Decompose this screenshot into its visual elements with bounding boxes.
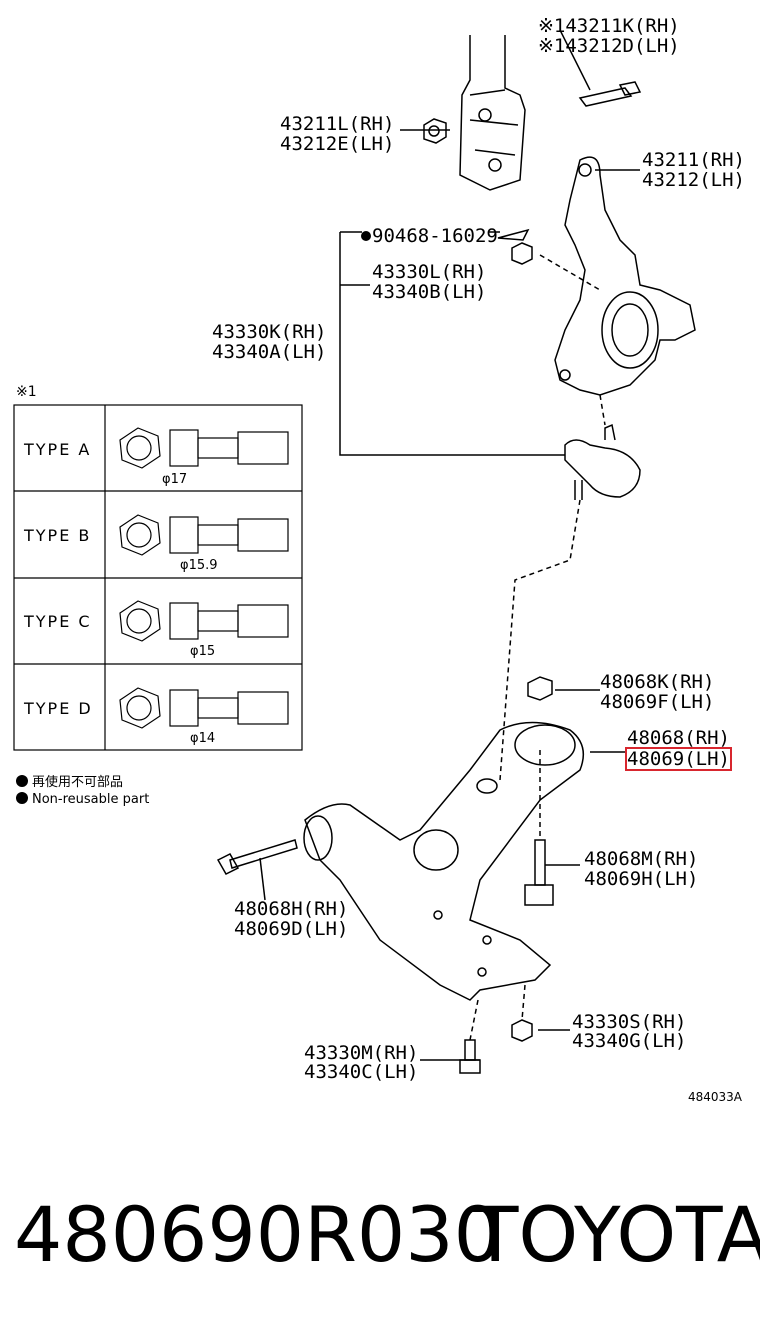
label-43212D[interactable]: ※143212D(LH) bbox=[538, 35, 680, 57]
label-43211[interactable]: 43211(RH) bbox=[642, 149, 745, 171]
label-48068[interactable]: 48068(RH) bbox=[627, 727, 730, 749]
type-c-label: TYPE C bbox=[24, 612, 92, 631]
type-a-label: TYPE A bbox=[24, 440, 92, 459]
type-c-diameter: φ15 bbox=[190, 644, 216, 659]
label-48069D[interactable]: 48069D(LH) bbox=[234, 918, 349, 940]
footer-brand: TOYOTA bbox=[472, 1190, 760, 1279]
label-43330K[interactable]: 43330K(RH) bbox=[212, 321, 327, 343]
footer-part-number: 480690R030 bbox=[14, 1190, 502, 1279]
note-jp: 再使用不可部品 bbox=[16, 771, 123, 790]
label-90468[interactable]: 90468-16029 bbox=[372, 225, 498, 247]
note-jp-text: 再使用不可部品 bbox=[32, 775, 124, 790]
label-48068K[interactable]: 48068K(RH) bbox=[600, 671, 715, 693]
label-43330L[interactable]: 43330L(RH) bbox=[372, 261, 487, 283]
label-48069F[interactable]: 48069F(LH) bbox=[600, 691, 715, 713]
note-en: Non-reusable part bbox=[16, 792, 149, 807]
label-43340C[interactable]: 43340C(LH) bbox=[304, 1061, 419, 1083]
label-48068H[interactable]: 48068H(RH) bbox=[234, 898, 349, 920]
type-d-label: TYPE D bbox=[24, 699, 93, 718]
type-a-diameter: φ17 bbox=[162, 472, 188, 487]
note-en-text: Non-reusable part bbox=[32, 792, 150, 807]
label-48069-highlighted[interactable]: 48069(LH) bbox=[625, 747, 732, 771]
label-48068M[interactable]: 48068M(RH) bbox=[584, 848, 699, 870]
type-b-diameter: φ15.9 bbox=[180, 558, 218, 573]
label-43340G[interactable]: 43340G(LH) bbox=[572, 1030, 687, 1052]
non-reusable-dot-icon bbox=[16, 775, 28, 787]
type-b-label: TYPE B bbox=[24, 526, 92, 545]
type-d-diameter: φ14 bbox=[190, 731, 216, 746]
table-title: ※1 bbox=[16, 384, 37, 400]
label-43211L[interactable]: 43211L(RH) bbox=[280, 113, 395, 135]
label-43211K[interactable]: ※143211K(RH) bbox=[538, 15, 680, 37]
label-43212E[interactable]: 43212E(LH) bbox=[280, 133, 395, 155]
label-43340A[interactable]: 43340A(LH) bbox=[212, 341, 327, 363]
label-43330S[interactable]: 43330S(RH) bbox=[572, 1011, 687, 1033]
label-43330M[interactable]: 43330M(RH) bbox=[304, 1042, 419, 1064]
diagram-ref-code: 484033A bbox=[688, 1090, 743, 1104]
label-48069H[interactable]: 48069H(LH) bbox=[584, 868, 699, 890]
label-43340B[interactable]: 43340B(LH) bbox=[372, 281, 487, 303]
non-reusable-dot-icon bbox=[16, 792, 28, 804]
label-43212[interactable]: 43212(LH) bbox=[642, 169, 745, 191]
